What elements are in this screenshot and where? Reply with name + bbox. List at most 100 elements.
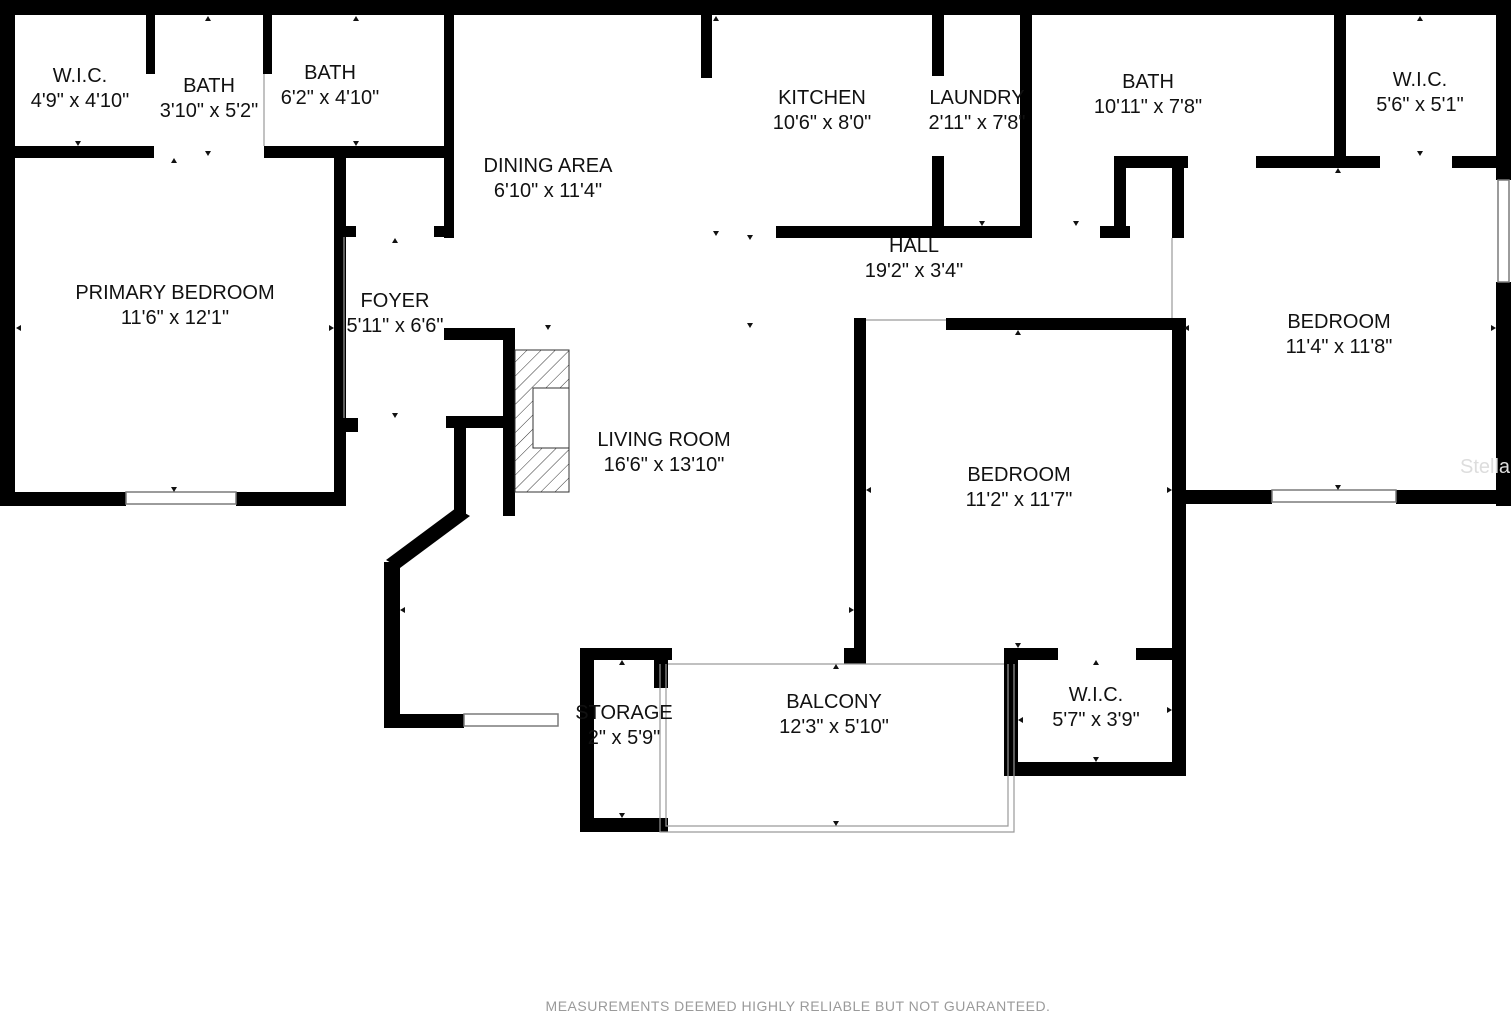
room-name: BEDROOM (967, 464, 1071, 486)
room-kitchen: KITCHEN 10'6" x 8'0" (752, 86, 892, 136)
wall-entry-left (454, 416, 466, 516)
room-name: KITCHEN (778, 87, 866, 109)
wall-laundry-left (932, 12, 944, 76)
room-wic-primary: W.I.C. 4'9" x 4'10" (24, 64, 136, 114)
wall-closet-bottom-b (264, 146, 454, 158)
room-size: 10'6" x 8'0" (772, 112, 872, 134)
window-primary (125, 491, 237, 505)
wall-wic-c-left (1004, 648, 1018, 776)
room-balcony: BALCONY 12'3" x 5'10" (764, 690, 904, 740)
room-size: 6'10" x 11'4" (493, 180, 603, 202)
room-size: 5'7" x 3'9" (1052, 709, 1140, 731)
watermark: Stellar (1460, 456, 1511, 478)
wall-bath-shaft-t (1114, 156, 1188, 168)
dimension-ticks (16, 16, 1496, 826)
wall-fp-right (503, 328, 515, 418)
room-storage: STORAGE 2" x 5'9" (570, 701, 678, 751)
wall-bc-top (946, 318, 1184, 330)
wall-wic-c-top-b (1136, 648, 1186, 660)
wall-foyer-left-b (344, 418, 358, 432)
wall-right-top (1496, 0, 1511, 180)
room-name: BEDROOM (1287, 311, 1391, 333)
room-dining-area: DINING AREA 6'10" x 11'4" (468, 154, 628, 204)
wall-laundry-right (1020, 12, 1032, 234)
wall-bath-shaft-r (1172, 156, 1184, 238)
wall-closet-div-2 (263, 12, 272, 74)
room-bath-hall: BATH 10'11" x 7'8" (1078, 70, 1218, 120)
room-bedroom-right: BEDROOM 11'4" x 11'8" (1264, 310, 1414, 360)
wall-bedroom-r-bottom-a (1176, 490, 1272, 504)
room-size: 5'6" x 5'1" (1376, 94, 1464, 116)
room-size: 3'10" x 5'2" (159, 100, 259, 122)
room-bath-primary-small: BATH 3'10" x 5'2" (154, 74, 264, 124)
room-size: 10'11" x 7'8" (1093, 96, 1203, 118)
wall-primary-bottom-a (0, 492, 126, 506)
room-name: LAUNDRY (929, 87, 1025, 109)
room-name: STORAGE (575, 702, 673, 724)
wall-hall-top (776, 226, 1032, 238)
wall-wic-r-left (1334, 12, 1346, 162)
room-size: 5'11" x 6'6" (346, 315, 444, 337)
room-foyer: FOYER 5'11" x 6'6" (340, 289, 450, 339)
room-size: 12'3" x 5'10" (779, 716, 889, 738)
window-right-side (1497, 179, 1510, 283)
wall-bc-left-foot (844, 648, 866, 664)
wall-primary-right (334, 155, 346, 506)
wall-entry-right (503, 416, 515, 516)
windows (125, 179, 1510, 727)
room-name: W.I.C. (1068, 684, 1124, 706)
disclaimer: MEASUREMENTS DEEMED HIGHLY RELIABLE BUT … (545, 998, 1051, 1014)
room-name: HALL (888, 235, 940, 257)
wall-right-bottom (1496, 282, 1511, 506)
wall-bc-right (1172, 318, 1186, 776)
wall-fp-top (444, 328, 514, 340)
wall-kitchen-stub (701, 12, 712, 78)
room-bedroom-center: BEDROOM 11'2" x 11'7" (944, 463, 1094, 513)
room-name: BALCONY (786, 691, 882, 713)
room-name: PRIMARY BEDROOM (75, 282, 275, 304)
room-size: 4'9" x 4'10" (30, 90, 130, 112)
wall-bc-left (854, 318, 866, 648)
room-primary-bedroom: PRIMARY BEDROOM 11'6" x 12'1" (40, 281, 310, 331)
room-name: W.I.C. (1392, 69, 1448, 91)
wall-closet-bottom-a (0, 146, 154, 158)
room-name: W.I.C. (52, 65, 108, 87)
room-bath-primary: BATH 6'2" x 4'10" (272, 61, 388, 111)
room-name: LIVING ROOM (597, 429, 731, 451)
walls (0, 0, 1511, 832)
wall-left (0, 0, 15, 506)
wall-storage-bottom (580, 818, 668, 832)
wall-storage-left (580, 648, 594, 832)
wall-bedroom-r-bottom-b (1396, 490, 1511, 504)
room-wic-bedroom-right: W.I.C. 5'6" x 5'1" (1360, 68, 1480, 118)
wall-foyer-top-a (334, 226, 356, 237)
balcony-rail-inner (665, 664, 1009, 827)
room-name: BATH (304, 62, 356, 84)
wall-diagonal (386, 508, 470, 568)
wall-wic-r-bottom-a (1256, 156, 1380, 168)
balcony-rail (659, 664, 1015, 833)
room-name: BATH (1122, 71, 1174, 93)
room-name: BATH (183, 75, 235, 97)
wall-storage-right (654, 648, 668, 688)
window-living (463, 713, 559, 727)
wall-foyer-closet-left (334, 155, 344, 225)
wall-living-bottom (384, 714, 464, 728)
wall-foyer-top-b (434, 226, 454, 237)
wall-wic-c-bottom (1004, 762, 1186, 776)
room-name: DINING AREA (483, 155, 613, 177)
room-wic-bedroom-center: W.I.C. 5'7" x 3'9" (1036, 683, 1156, 733)
room-hall: HALL 19'2" x 3'4" (844, 234, 984, 284)
wall-laundry-left-b (932, 156, 944, 234)
wall-bath-shaft-l (1114, 156, 1126, 236)
room-name: FOYER (360, 290, 430, 312)
room-size: 16'6" x 13'10" (603, 454, 725, 476)
wall-closet-div-1 (146, 12, 155, 74)
wall-closet-div-3 (444, 12, 454, 238)
room-living-room: LIVING ROOM 16'6" x 13'10" (580, 428, 748, 478)
wall-primary-bottom-b (236, 492, 346, 506)
room-size: 6'2" x 4'10" (280, 87, 380, 109)
room-size: 11'2" x 11'7" (965, 489, 1073, 511)
room-size: 19'2" x 3'4" (864, 260, 964, 282)
wall-living-left (384, 562, 400, 728)
